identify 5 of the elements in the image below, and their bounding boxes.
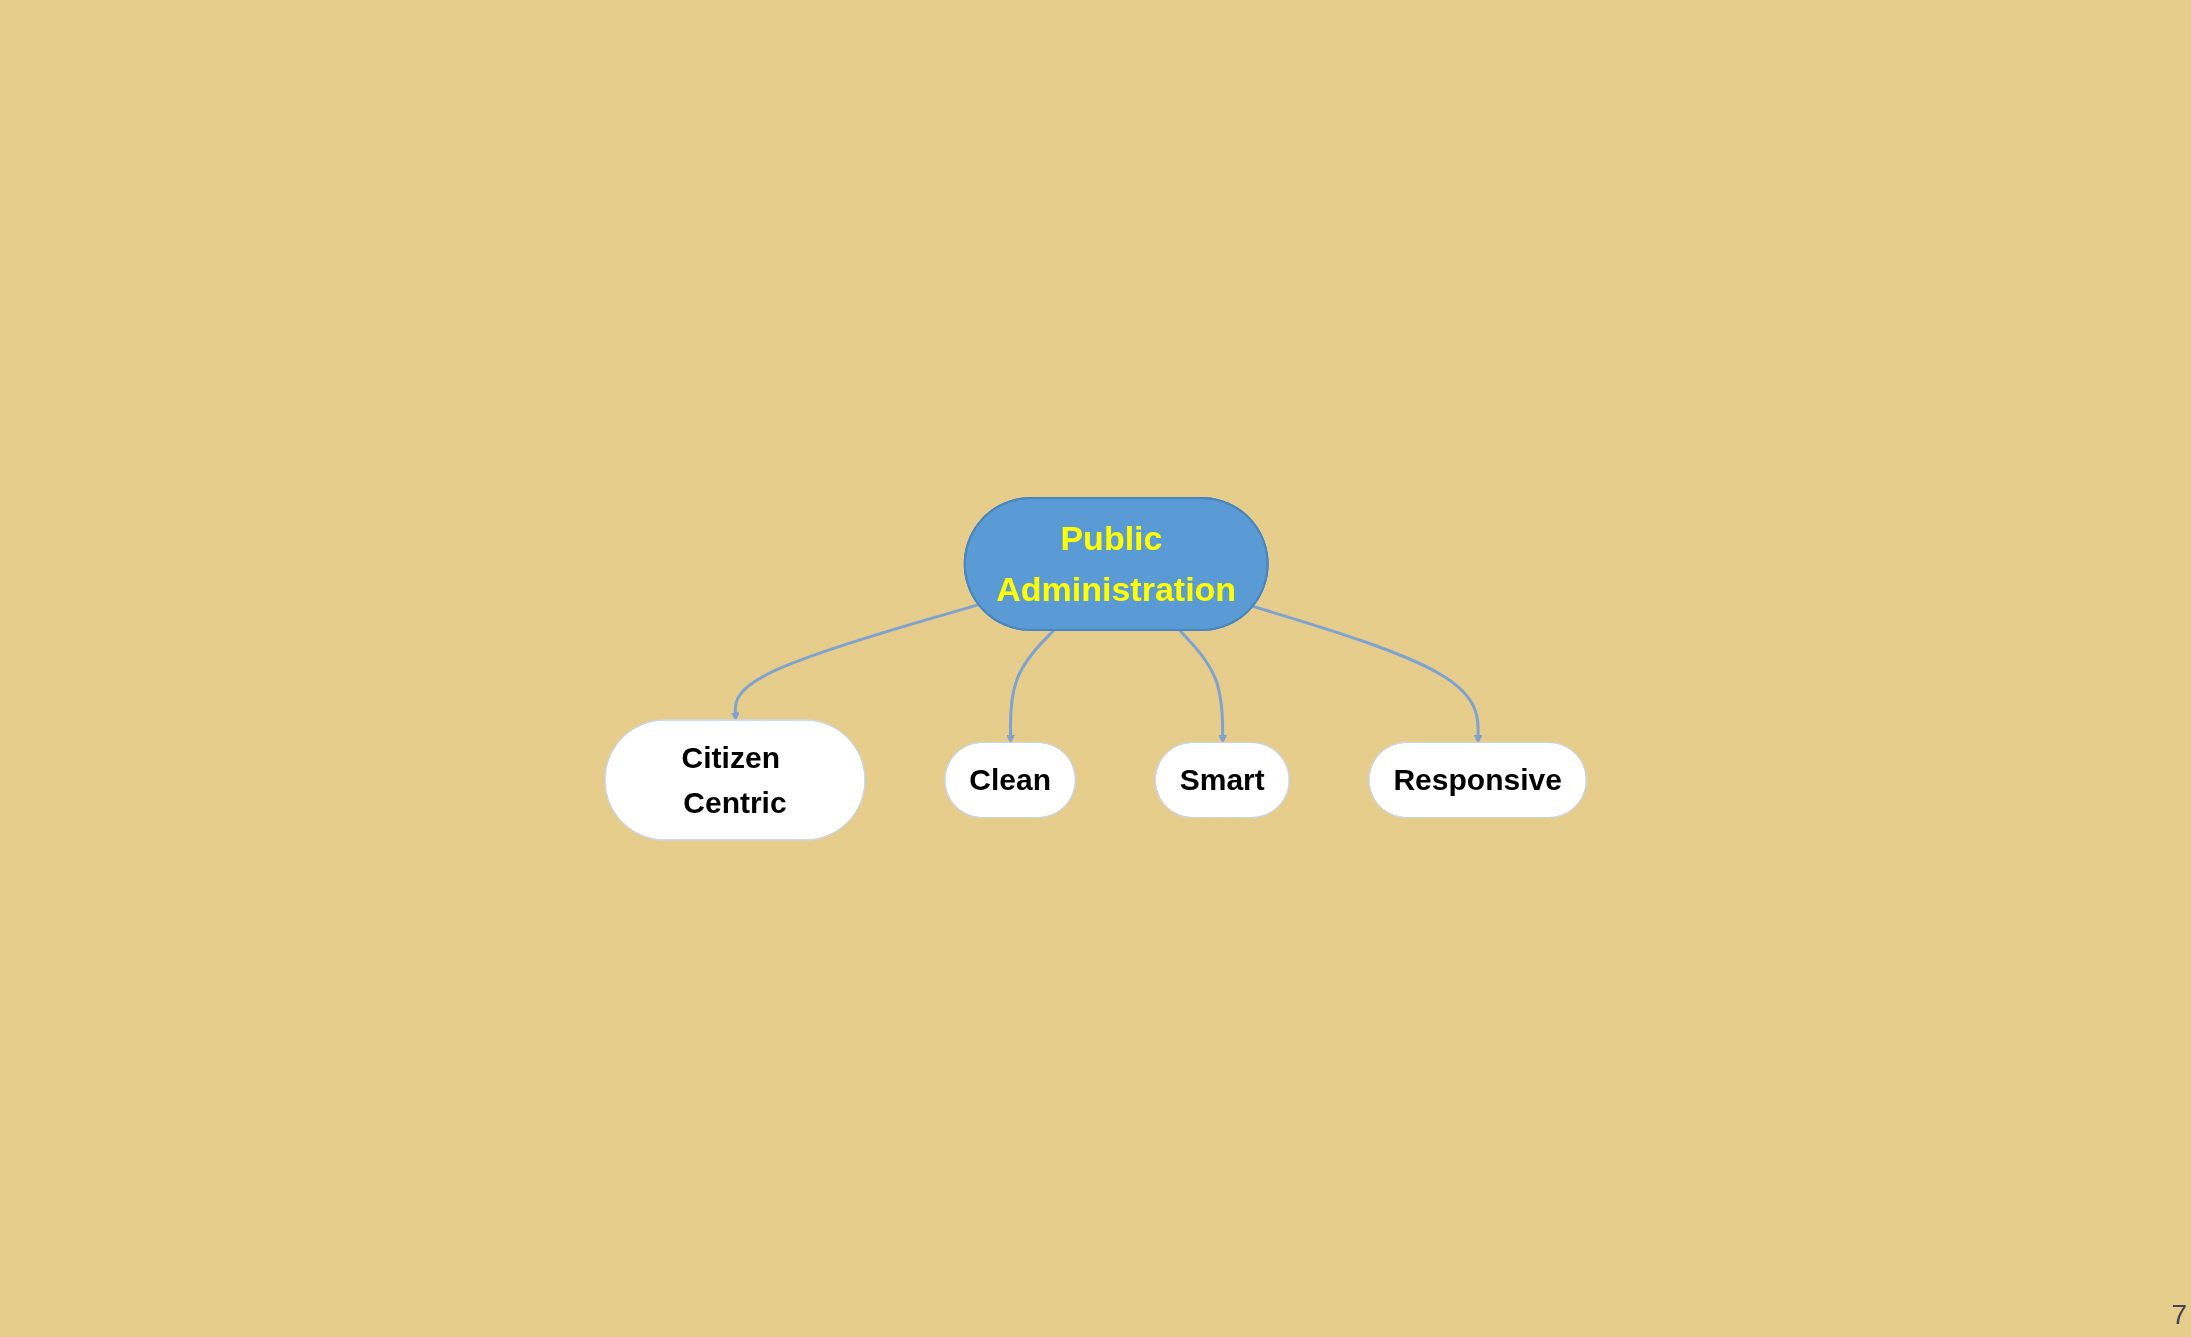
arrow — [1006, 628, 1055, 743]
arrow — [730, 602, 980, 721]
arrow — [1178, 628, 1227, 743]
slide-number: 7 — [2171, 1299, 2187, 1331]
arrow — [1252, 604, 1483, 743]
